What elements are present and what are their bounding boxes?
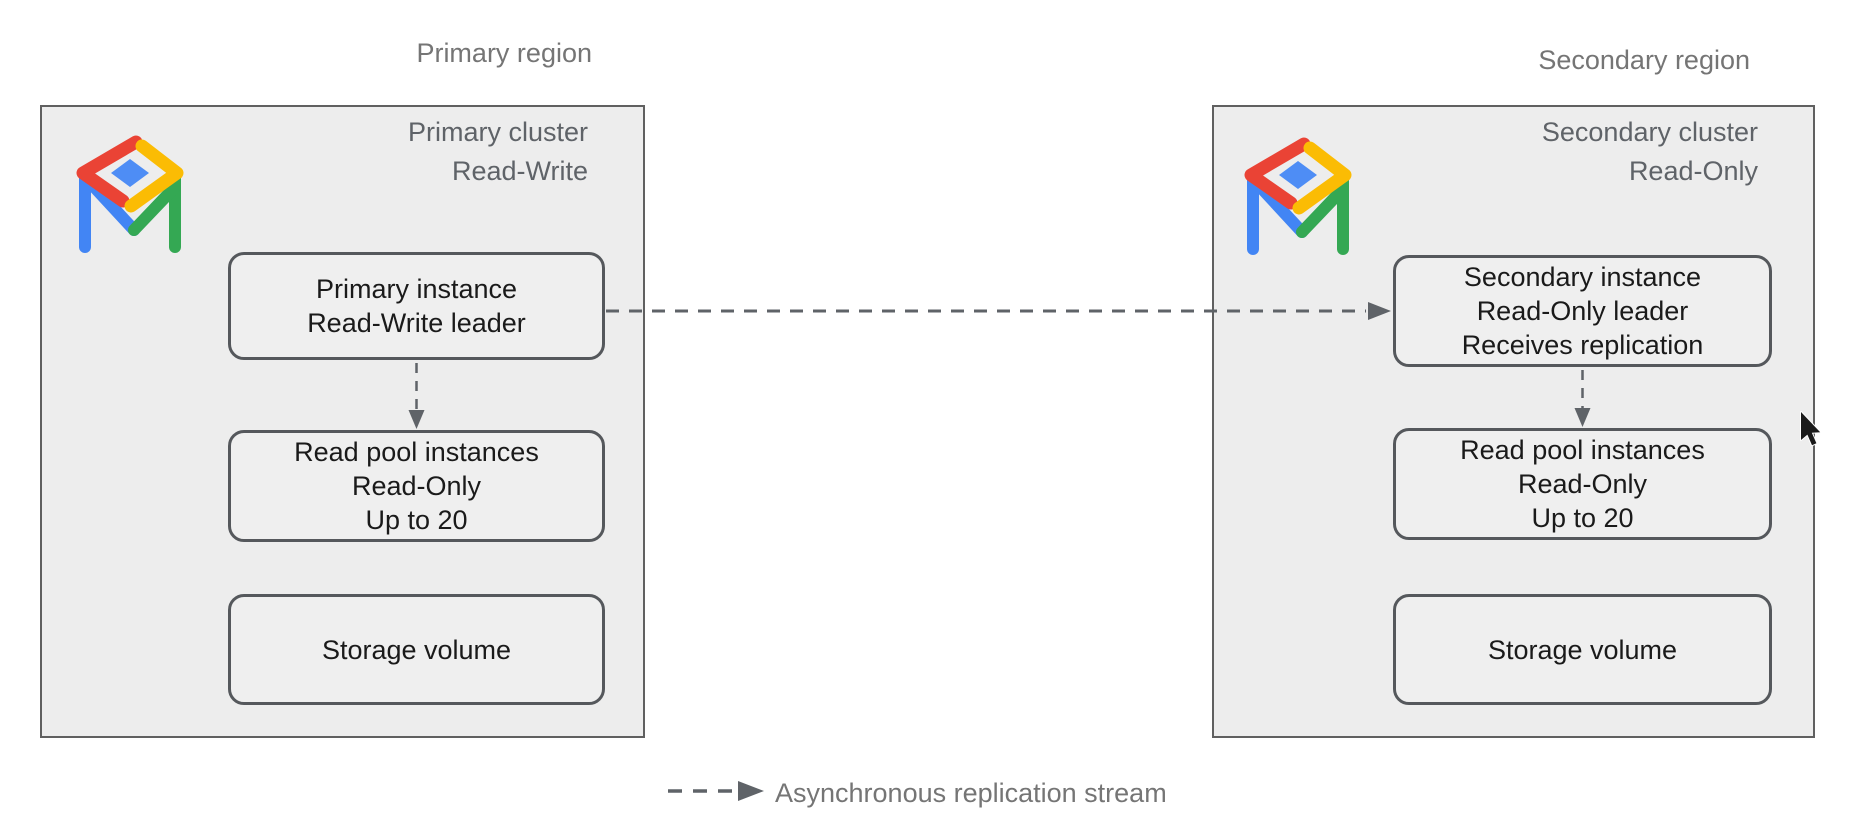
secondary-read-pool-label-line1: Read pool instances [1460,435,1705,465]
primary-cluster-title-line2: Read-Write [451,156,588,186]
primary-region-label: Primary region [416,38,592,68]
secondary-instance-label-line2: Read-Only leader [1476,296,1689,326]
primary-instance-box: Primary instance Read-Write leader [228,252,605,360]
secondary-cluster-title-line2: Read-Only [1628,156,1758,186]
secondary-instance-box: Secondary instance Read-Only leader Rece… [1393,255,1772,367]
alloydb-logo-icon [75,127,185,259]
secondary-read-pool-label-line2: Read-Only [1517,469,1648,499]
secondary-instance-label-line3: Receives replication [1461,330,1704,360]
secondary-instance-label-line1: Secondary instance [1463,262,1702,292]
secondary-storage-volume-label: Storage volume [1487,634,1678,665]
primary-read-pool-label-line3: Up to 20 [365,505,468,535]
legend-arrow-sample [668,781,764,801]
primary-read-pool-label-line1: Read pool instances [294,437,539,467]
secondary-cluster-title-line1: Secondary cluster [1541,117,1758,147]
secondary-region-label: Secondary region [1538,45,1750,75]
alloydb-logo-icon [1243,129,1353,261]
primary-read-pool-label-line2: Read-Only [351,471,482,501]
secondary-storage-volume-box: Storage volume [1393,594,1772,705]
primary-cluster-title: Primary cluster Read-Write [238,113,588,191]
primary-read-pool-box: Read pool instances Read-Only Up to 20 [228,430,605,542]
primary-instance-label-line1: Primary instance [315,274,518,304]
primary-cluster-title-line1: Primary cluster [407,117,588,147]
legend-label: Asynchronous replication stream [775,778,1167,808]
secondary-read-pool-box: Read pool instances Read-Only Up to 20 [1393,428,1772,540]
secondary-read-pool-label-line3: Up to 20 [1531,503,1634,533]
primary-storage-volume-label: Storage volume [321,634,512,665]
secondary-cluster-title: Secondary cluster Read-Only [1408,113,1758,191]
primary-storage-volume-box: Storage volume [228,594,605,705]
primary-instance-label-line2: Read-Write leader [307,308,526,338]
